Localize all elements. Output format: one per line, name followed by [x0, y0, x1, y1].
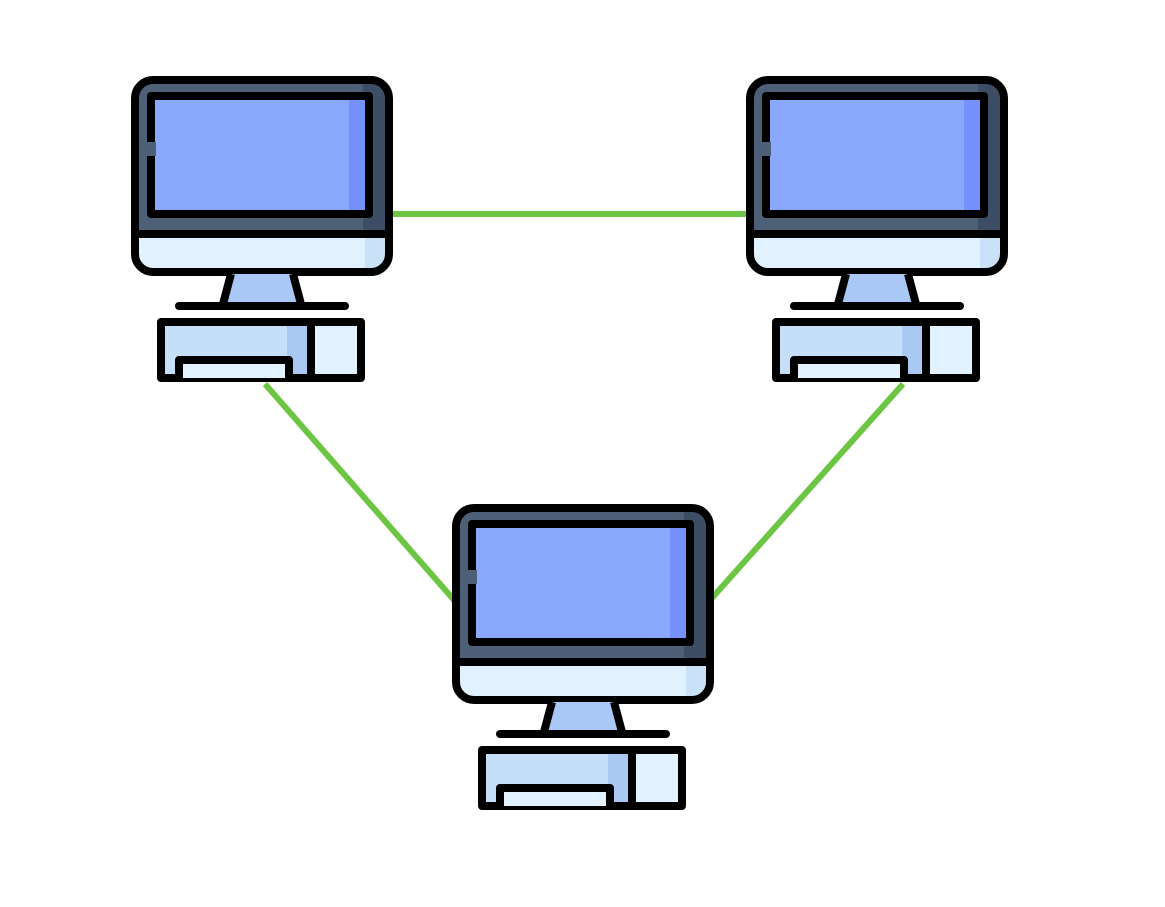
computer-top-right-desktop-computer-icon: [750, 80, 1004, 378]
link-computer-top-left-to-computer-bottom: [262, 382, 457, 602]
computer-top-left-desktop-computer-icon: [135, 80, 389, 378]
network-nodes: [135, 80, 1004, 806]
link-computer-top-right-to-computer-bottom: [709, 382, 906, 600]
network-links: [262, 211, 906, 602]
computer-bottom-desktop-computer-icon: [456, 508, 710, 806]
